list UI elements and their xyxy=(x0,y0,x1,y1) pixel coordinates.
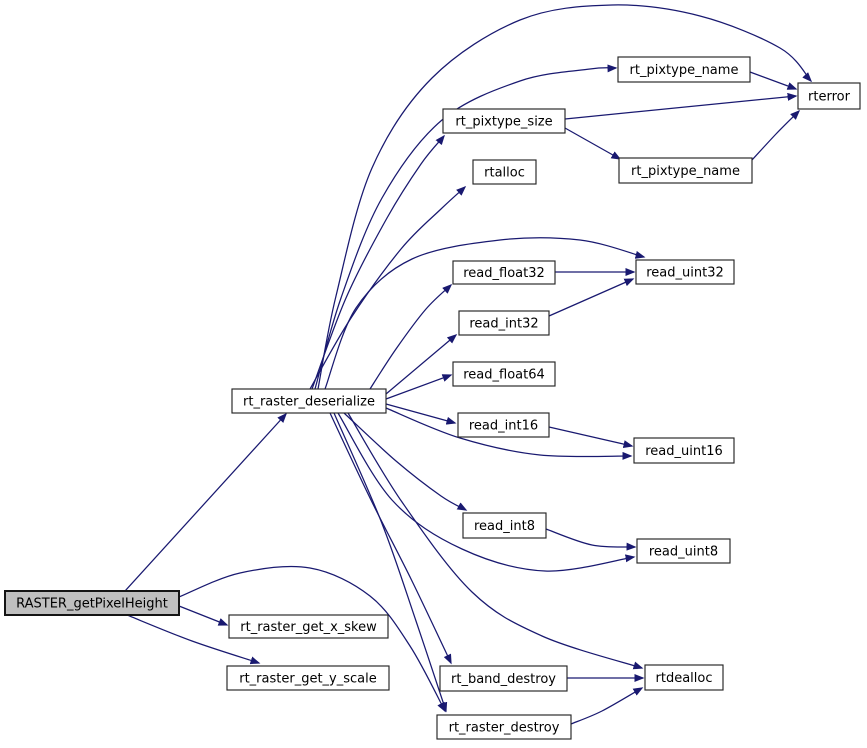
edge-rt_pixtype_name_top-to-rterror xyxy=(749,71,798,90)
edge-rt_raster_deserialize-to-rterror xyxy=(317,4,813,390)
edge-rt_raster_deserialize-to-read_uint32 xyxy=(324,237,646,390)
node-box-rt_band_destroy[interactable] xyxy=(439,665,568,692)
node-rt_band_destroy[interactable]: rt_band_destroy xyxy=(439,665,568,692)
edge-rt_raster_deserialize-to-read_int32 xyxy=(385,334,458,395)
node-rt_raster_deserialize[interactable]: rt_raster_deserialize xyxy=(231,388,387,414)
node-read_uint8[interactable]: read_uint8 xyxy=(636,538,731,564)
edge-rt_raster_deserialize-to-read_int8 xyxy=(343,412,468,511)
node-rtalloc[interactable]: rtalloc xyxy=(472,159,537,185)
node-read_uint32[interactable]: read_uint32 xyxy=(635,259,735,285)
node-label-rtalloc: rtalloc xyxy=(484,166,525,181)
node-rt_raster_get_x_skew[interactable]: rt_raster_get_x_skew xyxy=(228,614,389,639)
node-label-read_uint16: read_uint16 xyxy=(645,444,723,459)
node-box-read_int32[interactable] xyxy=(458,310,550,336)
node-label-read_float32: read_float32 xyxy=(463,266,545,281)
edge-rt_raster_deserialize-to-read_float32 xyxy=(369,283,453,390)
node-rt_pixtype_name_top[interactable]: rt_pixtype_name xyxy=(617,56,751,83)
edge-RASTER_getPixelHeight-to-rt_raster_destroy xyxy=(178,565,446,713)
edge-rt_raster_deserialize-to-read_int16 xyxy=(385,403,457,425)
edge-rt_raster_deserialize-to-rt_pixtype_name_top xyxy=(314,64,618,390)
node-label-rt_pixtype_name_bottom: rt_pixtype_name xyxy=(631,164,740,179)
edge-rt_raster_destroy-to-rtdealloc xyxy=(570,687,644,725)
node-rtdealloc[interactable]: rtdealloc xyxy=(644,664,724,691)
node-box-read_uint32[interactable] xyxy=(635,259,735,285)
node-label-read_uint32: read_uint32 xyxy=(646,266,724,281)
edge-rt_raster_deserialize-to-rt_band_destroy xyxy=(329,412,452,665)
edge-RASTER_getPixelHeight-to-rt_raster_get_y_scale xyxy=(126,614,261,665)
node-box-rt_pixtype_name_bottom[interactable] xyxy=(618,157,753,184)
node-box-read_int16[interactable] xyxy=(457,412,550,438)
edge-read_int32-to-read_uint32 xyxy=(548,278,635,317)
node-rt_raster_destroy[interactable]: rt_raster_destroy xyxy=(436,714,572,740)
node-box-rt_raster_get_y_scale[interactable] xyxy=(226,665,390,691)
node-label-read_int16: read_int16 xyxy=(469,419,538,434)
node-box-read_float32[interactable] xyxy=(452,260,556,285)
node-rt_pixtype_name_bottom[interactable]: rt_pixtype_name xyxy=(618,157,753,184)
node-label-rt_raster_get_y_scale: rt_raster_get_y_scale xyxy=(239,672,377,687)
node-label-rt_raster_destroy: rt_raster_destroy xyxy=(449,721,560,736)
edge-rt_raster_deserialize-to-rt_pixtype_size xyxy=(311,134,445,390)
edge-rt_raster_deserialize-to-read_uint8 xyxy=(337,412,636,572)
edge-RASTER_getPixelHeight-to-rt_raster_deserialize xyxy=(124,412,288,592)
node-label-read_int8: read_int8 xyxy=(474,519,535,534)
node-box-read_float64[interactable] xyxy=(452,361,556,387)
node-box-RASTER_getPixelHeight[interactable] xyxy=(4,590,180,616)
node-read_uint16[interactable]: read_uint16 xyxy=(633,437,735,464)
node-box-read_int8[interactable] xyxy=(462,512,547,539)
node-rterror[interactable]: rterror xyxy=(797,82,861,110)
node-label-rterror: rterror xyxy=(808,90,851,105)
node-read_float32[interactable]: read_float32 xyxy=(452,260,556,285)
node-read_int8[interactable]: read_int8 xyxy=(462,512,547,539)
node-box-rt_raster_get_x_skew[interactable] xyxy=(228,614,389,639)
node-label-rt_pixtype_size: rt_pixtype_size xyxy=(455,115,552,130)
edge-RASTER_getPixelHeight-to-rt_raster_get_x_skew xyxy=(178,605,229,626)
edge-rt_raster_deserialize-to-rt_raster_destroy xyxy=(333,412,448,713)
edge-read_int8-to-read_uint8 xyxy=(545,528,637,551)
node-box-rtalloc[interactable] xyxy=(472,159,537,185)
node-label-read_int32: read_int32 xyxy=(469,317,538,332)
edge-rt_raster_deserialize-to-read_float64 xyxy=(385,374,453,400)
edge-rt_raster_deserialize-to-rtalloc xyxy=(309,185,467,390)
node-rt_pixtype_size[interactable]: rt_pixtype_size xyxy=(442,108,566,134)
node-box-read_uint16[interactable] xyxy=(633,437,735,464)
node-read_float64[interactable]: read_float64 xyxy=(452,361,556,387)
node-box-rt_pixtype_size[interactable] xyxy=(442,108,566,134)
node-box-rt_raster_deserialize[interactable] xyxy=(231,388,387,414)
node-rt_raster_get_y_scale[interactable]: rt_raster_get_y_scale xyxy=(226,665,390,691)
node-label-rtdealloc: rtdealloc xyxy=(656,671,713,686)
node-RASTER_getPixelHeight[interactable]: RASTER_getPixelHeight xyxy=(4,590,180,616)
node-label-rt_raster_deserialize: rt_raster_deserialize xyxy=(243,395,375,410)
node-label-rt_pixtype_name_top: rt_pixtype_name xyxy=(630,63,739,78)
node-box-rt_raster_destroy[interactable] xyxy=(436,714,572,740)
edge-rt_pixtype_size-to-rterror xyxy=(564,92,798,120)
node-box-rterror[interactable] xyxy=(797,82,861,110)
node-box-read_uint8[interactable] xyxy=(636,538,731,564)
edge-rt_raster_deserialize-to-rtdealloc xyxy=(347,412,644,670)
edge-rt_pixtype_size-to-rt_pixtype_name_bottom xyxy=(564,127,622,160)
node-read_int32[interactable]: read_int32 xyxy=(458,310,550,336)
node-label-read_float64: read_float64 xyxy=(463,368,545,383)
node-box-rtdealloc[interactable] xyxy=(644,664,724,691)
edge-read_int16-to-read_uint16 xyxy=(548,426,634,449)
node-label-RASTER_getPixelHeight: RASTER_getPixelHeight xyxy=(16,597,168,612)
edge-rt_raster_deserialize-to-read_uint16 xyxy=(385,407,633,460)
edge-rt_pixtype_name_bottom-to-rterror xyxy=(751,109,801,161)
node-label-rt_band_destroy: rt_band_destroy xyxy=(451,672,556,687)
node-box-rt_pixtype_name_top[interactable] xyxy=(617,56,751,83)
node-read_int16[interactable]: read_int16 xyxy=(457,412,550,438)
node-label-rt_raster_get_x_skew: rt_raster_get_x_skew xyxy=(240,620,377,635)
node-label-read_uint8: read_uint8 xyxy=(649,545,718,560)
